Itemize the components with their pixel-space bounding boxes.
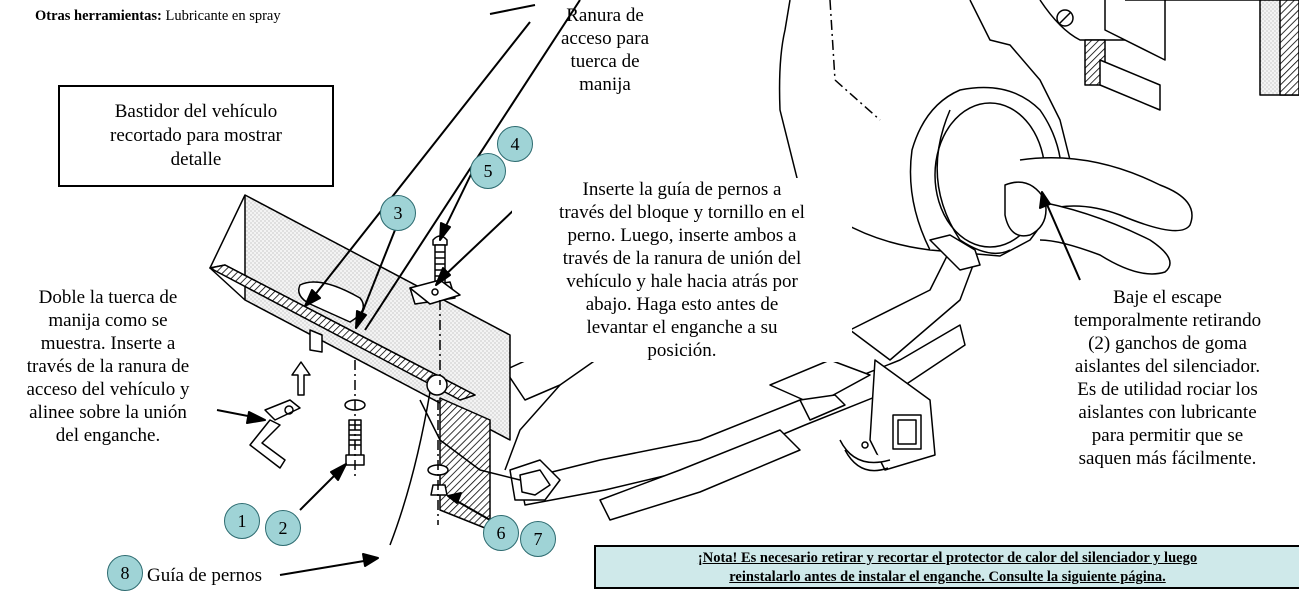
exhaust-line: aislantes del silenciador. (1074, 356, 1261, 377)
tools-label: Otras herramientas: (35, 8, 162, 24)
slot-access-line: manija (579, 74, 631, 95)
bend-nut-line: Doble la tuerca de (38, 287, 178, 308)
note-line-2: reinstalarlo antes de instalar el enganc… (729, 569, 1166, 585)
slot-access-line: acceso para (560, 28, 650, 49)
insert-guide-label: Inserte la guía de pernos a través del b… (512, 178, 852, 362)
exhaust-label: Baje el escape temporalmente retirando (… (1040, 286, 1295, 470)
note-line-1: ¡Nota! Es necesario retirar y recortar e… (697, 550, 1198, 566)
callout-8: 8 (107, 555, 143, 591)
exhaust-line: Baje el escape (1113, 287, 1222, 308)
bend-nut-line: muestra. Inserte a (40, 333, 176, 354)
insert-guide-line: levantar el enganche a su (586, 317, 778, 338)
exhaust-line: aislantes con lubricante (1078, 402, 1257, 423)
insert-guide-line: abajo. Haga esto antes de (585, 294, 779, 315)
insert-guide-line: vehículo y hale hacia atrás por (566, 271, 798, 292)
callout-3: 3 (380, 195, 416, 231)
muffler (778, 0, 1299, 275)
exhaust-line: temporalmente retirando (1073, 310, 1262, 331)
bend-nut-line: del enganche. (55, 425, 161, 446)
slot-access-label: Ranura de acceso para tuerca de manija (530, 4, 680, 96)
bend-nut-label: Doble la tuerca de manija como se muestr… (0, 286, 216, 447)
frame-box-line: recortado para mostrar (110, 125, 282, 146)
frame-box-line: Bastidor del vehículo (114, 101, 278, 122)
callout-2: 2 (265, 510, 301, 546)
bend-nut-line: acceso del vehículo y (26, 379, 190, 400)
tools-value: Lubricante en spray (165, 8, 281, 24)
insert-guide-line: través de la ranura de unión del (562, 248, 802, 269)
insert-guide-line: través del bloque y tornillo en el (559, 202, 805, 223)
bend-nut-line: través de la ranura de (26, 356, 190, 377)
tools-line: Otras herramientas: Lubricante en spray (35, 8, 281, 25)
slot-access-line: Ranura de (566, 5, 644, 26)
bolt-guide-label: Guía de pernos (147, 565, 263, 586)
bend-nut-line: manija como se (48, 310, 168, 331)
callout-7: 7 (520, 521, 556, 557)
exhaust-line: saquen más fácilmente. (1078, 448, 1257, 469)
insert-guide-line: Inserte la guía de pernos a (582, 179, 782, 200)
exhaust-line: para permitir que se (1091, 425, 1244, 446)
hardware (249, 235, 461, 525)
exhaust-line: (2) ganchos de goma (1088, 333, 1247, 354)
slot-access-line: tuerca de (570, 51, 640, 72)
callout-1: 1 (224, 503, 260, 539)
bend-nut-line: alinee sobre la unión (29, 402, 187, 423)
callout-5: 5 (470, 153, 506, 189)
callout-4: 4 (497, 126, 533, 162)
frame-box-line: detalle (170, 149, 222, 170)
insert-guide-line: posición. (647, 340, 717, 361)
insert-guide-line: perno. Luego, inserte ambos a (567, 225, 797, 246)
exhaust-line: Es de utilidad rociar los (1077, 379, 1258, 400)
frame-section (209, 194, 561, 531)
callout-6: 6 (483, 515, 519, 551)
frame-detail-box: Bastidor del vehículo recortado para mos… (58, 85, 334, 187)
note-box: ¡Nota! Es necesario retirar y recortar e… (594, 545, 1299, 589)
